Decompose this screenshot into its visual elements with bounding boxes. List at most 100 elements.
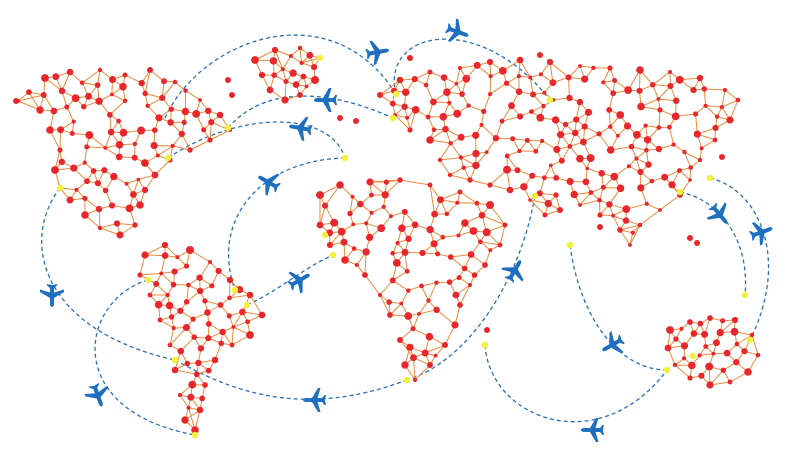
network-edge <box>489 184 511 191</box>
network-node <box>316 191 324 199</box>
airport-hubs <box>56 54 754 439</box>
network-node <box>402 88 410 97</box>
network-node <box>456 233 461 238</box>
network-edge <box>480 241 501 246</box>
network-node <box>205 367 212 374</box>
network-edge <box>169 327 175 346</box>
network-node <box>58 87 66 95</box>
network-edge <box>231 326 234 346</box>
network-node <box>434 280 439 285</box>
network-edge <box>684 151 701 161</box>
network-edge <box>399 179 431 186</box>
network-node <box>611 213 615 218</box>
network-node <box>74 187 79 192</box>
network-node <box>397 337 403 343</box>
airplane-icon <box>706 202 728 224</box>
network-node <box>132 222 138 228</box>
network-node <box>524 137 530 143</box>
network-node <box>616 111 625 119</box>
network-node <box>171 268 178 275</box>
network-node <box>755 352 761 358</box>
airplane-icon <box>365 40 389 65</box>
network-node <box>401 103 408 110</box>
network-edge <box>481 124 497 139</box>
flight-route <box>94 279 196 436</box>
network-node <box>216 111 224 119</box>
network-node <box>616 184 625 193</box>
network-node <box>155 153 160 158</box>
network-node <box>713 339 720 347</box>
network-node <box>466 103 471 108</box>
network-edge <box>683 151 692 168</box>
network-node <box>626 164 631 169</box>
network-node <box>102 187 109 194</box>
network-node <box>407 55 413 61</box>
network-edge <box>421 282 437 287</box>
network-node <box>516 74 522 79</box>
network-node <box>549 79 557 86</box>
network-nodes <box>13 45 761 434</box>
network-edge <box>481 214 506 226</box>
network-edge <box>66 106 75 122</box>
network-node <box>168 314 175 320</box>
network-node <box>311 76 319 84</box>
flight-route <box>227 157 346 291</box>
network-node <box>191 334 197 341</box>
network-node <box>452 291 460 299</box>
network-node <box>433 353 438 358</box>
network-node <box>316 221 324 229</box>
network-node <box>184 263 190 269</box>
network-node <box>672 362 678 368</box>
network-node <box>404 312 413 320</box>
network-node <box>673 336 679 342</box>
network-node <box>161 78 167 85</box>
network-node <box>151 171 159 179</box>
network-node <box>226 276 234 284</box>
network-node <box>401 248 409 256</box>
network-edge <box>379 280 394 296</box>
network-node <box>455 200 460 205</box>
network-node <box>566 94 573 102</box>
network-node <box>576 154 584 163</box>
network-node <box>588 190 594 195</box>
network-node <box>608 124 613 129</box>
network-node <box>499 118 505 124</box>
network-node <box>137 272 143 278</box>
network-edge <box>17 94 44 102</box>
network-edge <box>84 146 88 163</box>
network-node <box>687 235 693 241</box>
network-node <box>453 109 462 118</box>
network-node <box>461 265 468 272</box>
network-node <box>383 179 389 185</box>
network-node <box>694 240 700 246</box>
network-node <box>137 126 146 135</box>
network-node <box>447 100 452 105</box>
network-node <box>536 113 545 122</box>
network-node <box>389 100 396 107</box>
airport-hub <box>531 192 539 200</box>
network-node <box>57 147 63 153</box>
network-edge <box>379 294 391 316</box>
network-edge <box>499 224 506 246</box>
network-edge <box>249 294 263 316</box>
flight-route <box>484 344 668 423</box>
network-node <box>666 326 674 334</box>
network-node <box>644 201 649 206</box>
network-node <box>634 156 639 161</box>
network-node <box>558 157 565 164</box>
network-node <box>198 98 202 102</box>
network-node <box>81 211 89 219</box>
network-node <box>581 75 589 83</box>
network-node <box>442 342 448 348</box>
network-node <box>431 127 437 132</box>
airplane-icon <box>445 18 469 42</box>
network-node <box>131 154 138 161</box>
network-node <box>171 326 176 331</box>
network-node <box>364 221 369 226</box>
network-node <box>557 207 563 213</box>
network-node <box>430 240 438 248</box>
network-edge <box>379 79 401 96</box>
network-node <box>741 348 748 355</box>
network-node <box>177 347 185 355</box>
